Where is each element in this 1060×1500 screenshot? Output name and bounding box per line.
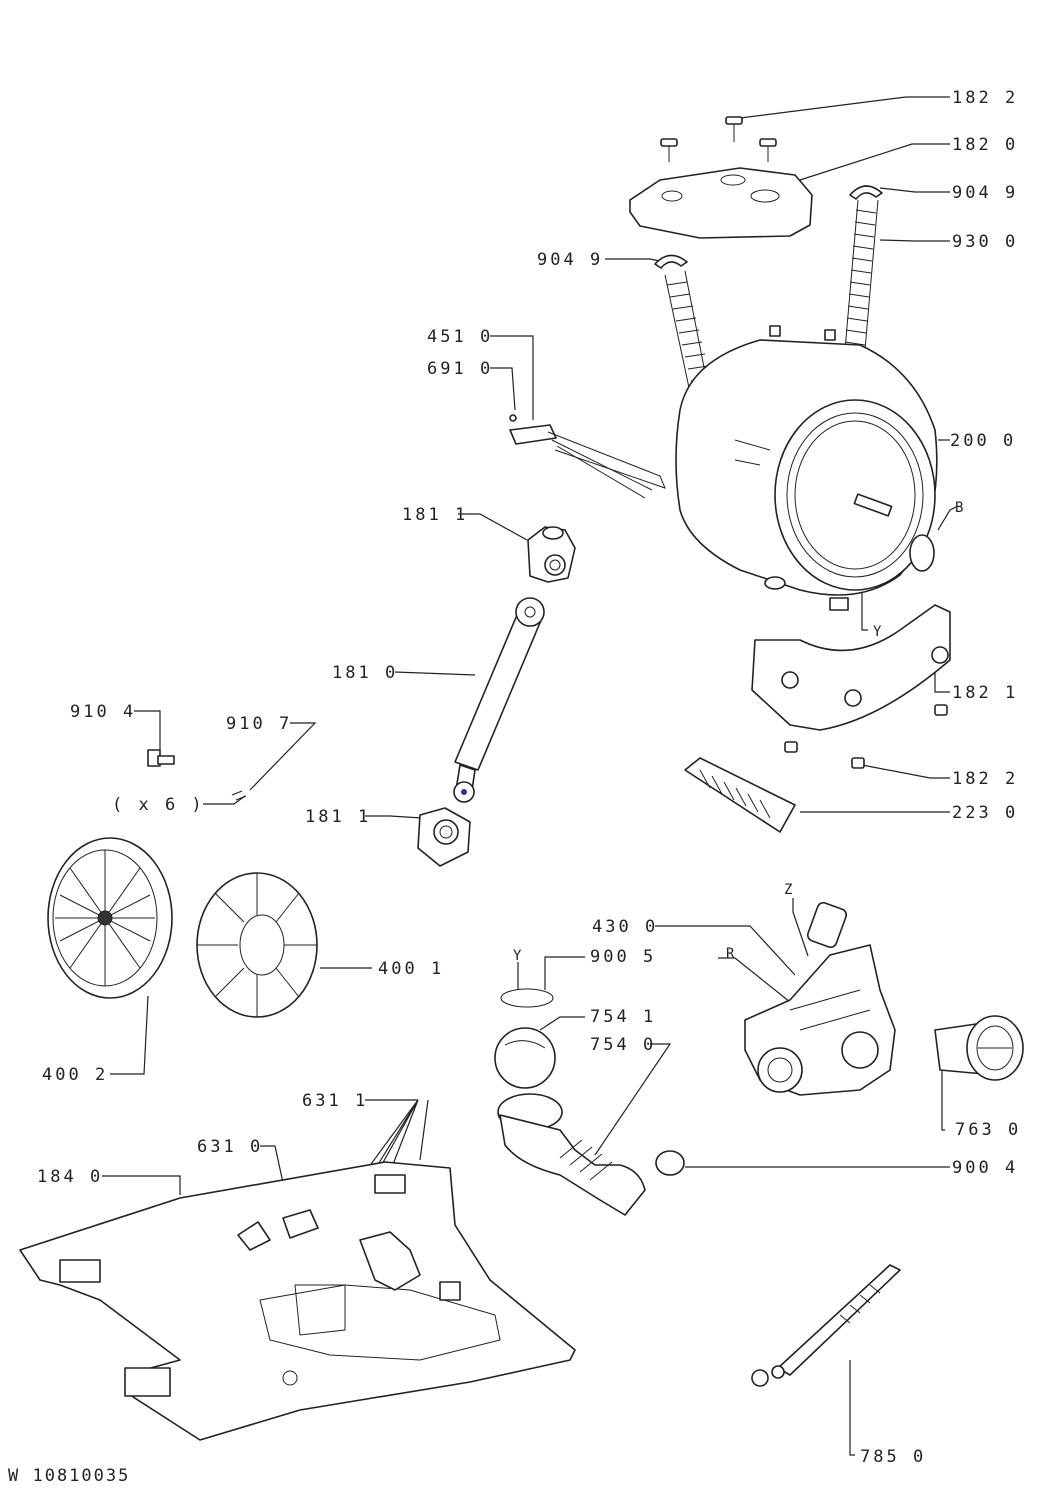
- damper-mount-top: [527, 526, 576, 583]
- spring-clip-left: [654, 254, 688, 269]
- drain-ball: [494, 1027, 556, 1089]
- seal-ring: [500, 988, 554, 1008]
- label-910-4: 910 4: [70, 702, 136, 722]
- label-182-1: 182 1: [952, 683, 1018, 703]
- part-labels: 182 2 182 0 904 9 930 0 904 9 451 0 691 …: [37, 88, 1021, 1467]
- label-200-0: 200 0: [950, 431, 1016, 451]
- label-785-0: 785 0: [860, 1447, 926, 1467]
- heating-element: [509, 414, 666, 499]
- label-184-0: 184 0: [37, 1167, 103, 1187]
- front-counterweight: [751, 604, 951, 731]
- label-y-seal: Y: [513, 948, 522, 964]
- label-451-0: 451 0: [427, 327, 493, 347]
- label-754-0: 754 0: [590, 1035, 656, 1055]
- motor-rotor: [47, 837, 173, 999]
- label-900-4: 900 4: [952, 1158, 1018, 1178]
- label-763-0: 763 0: [955, 1120, 1021, 1140]
- hose-clamp: [655, 1150, 685, 1176]
- label-900-5: 900 5: [590, 947, 656, 967]
- suspension-spring-right: [844, 199, 879, 351]
- label-y-tub: Y: [873, 624, 882, 640]
- pump-filter: [934, 1015, 1024, 1081]
- screw-top-right: [759, 138, 777, 162]
- motor-stator: [196, 872, 318, 1018]
- label-z: Z: [784, 882, 793, 898]
- base-tray: [19, 1161, 576, 1441]
- label-904-9-right: 904 9: [952, 183, 1018, 203]
- label-181-1-bottom: 181 1: [305, 807, 371, 827]
- label-181-0: 181 0: [332, 663, 398, 683]
- screw-lower-c: [851, 757, 865, 769]
- label-400-1: 400 1: [378, 959, 444, 979]
- label-691-0: 691 0: [427, 359, 493, 379]
- bracket-631-0: [282, 1209, 319, 1239]
- label-631-0: 631 0: [197, 1137, 263, 1157]
- label-910-7: 910 7: [226, 714, 292, 734]
- tub-assembly: [675, 325, 938, 611]
- label-904-9-left: 904 9: [537, 250, 603, 270]
- tray-clip-small: [237, 1221, 271, 1251]
- clip-910-7: [231, 790, 247, 801]
- top-counterweight: [629, 167, 813, 239]
- screw-910-4: [147, 749, 175, 767]
- label-b: B: [955, 500, 964, 516]
- spring-clip-right: [849, 185, 883, 200]
- label-181-1-top: 181 1: [402, 505, 468, 525]
- screw-top-center: [725, 116, 743, 142]
- damper-mount-bottom: [417, 807, 471, 867]
- screw-lower-a: [934, 704, 948, 716]
- label-182-2-bottom: 182 2: [952, 769, 1018, 789]
- label-754-1: 754 1: [590, 1007, 656, 1027]
- label-631-1: 631 1: [302, 1091, 368, 1111]
- label-r: R: [726, 946, 735, 962]
- label-quantity-x6: ( x 6 ): [112, 795, 205, 815]
- label-430-0: 430 0: [592, 917, 658, 937]
- label-182-2-top: 182 2: [952, 88, 1018, 108]
- drain-tube-785: [751, 1264, 901, 1387]
- shock-absorber: [453, 597, 545, 803]
- label-930-0: 930 0: [952, 232, 1018, 252]
- foam-strip: [684, 757, 796, 833]
- label-223-0: 223 0: [952, 803, 1018, 823]
- drain-pump: [744, 901, 896, 1096]
- bracket-631-1: [359, 1174, 421, 1291]
- drain-hose: [497, 1093, 646, 1216]
- screw-top-left: [660, 138, 678, 162]
- screw-lower-b: [784, 741, 798, 753]
- label-400-2: 400 2: [42, 1065, 108, 1085]
- document-id: W 10810035: [8, 1466, 131, 1486]
- label-182-0: 182 0: [952, 135, 1018, 155]
